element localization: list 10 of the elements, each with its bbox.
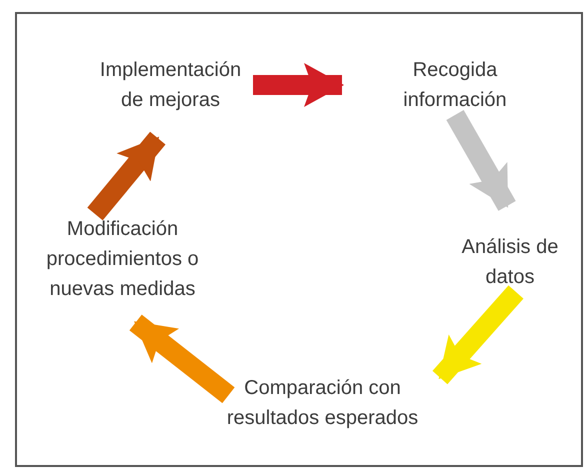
block-arrow	[87, 132, 166, 220]
block-arrow	[253, 63, 344, 107]
block-arrow	[129, 314, 235, 404]
step-label: Comparación con resultados esperados	[226, 376, 420, 431]
step-label: Recogida información	[402, 58, 508, 113]
block-arrow	[432, 285, 524, 384]
block-arrow	[446, 110, 516, 211]
step-label: Análisis de datos	[460, 235, 560, 290]
step-label: Implementación de mejoras	[98, 58, 242, 113]
step-label: Modificación procedimientos o nuevas medidas	[45, 217, 200, 302]
